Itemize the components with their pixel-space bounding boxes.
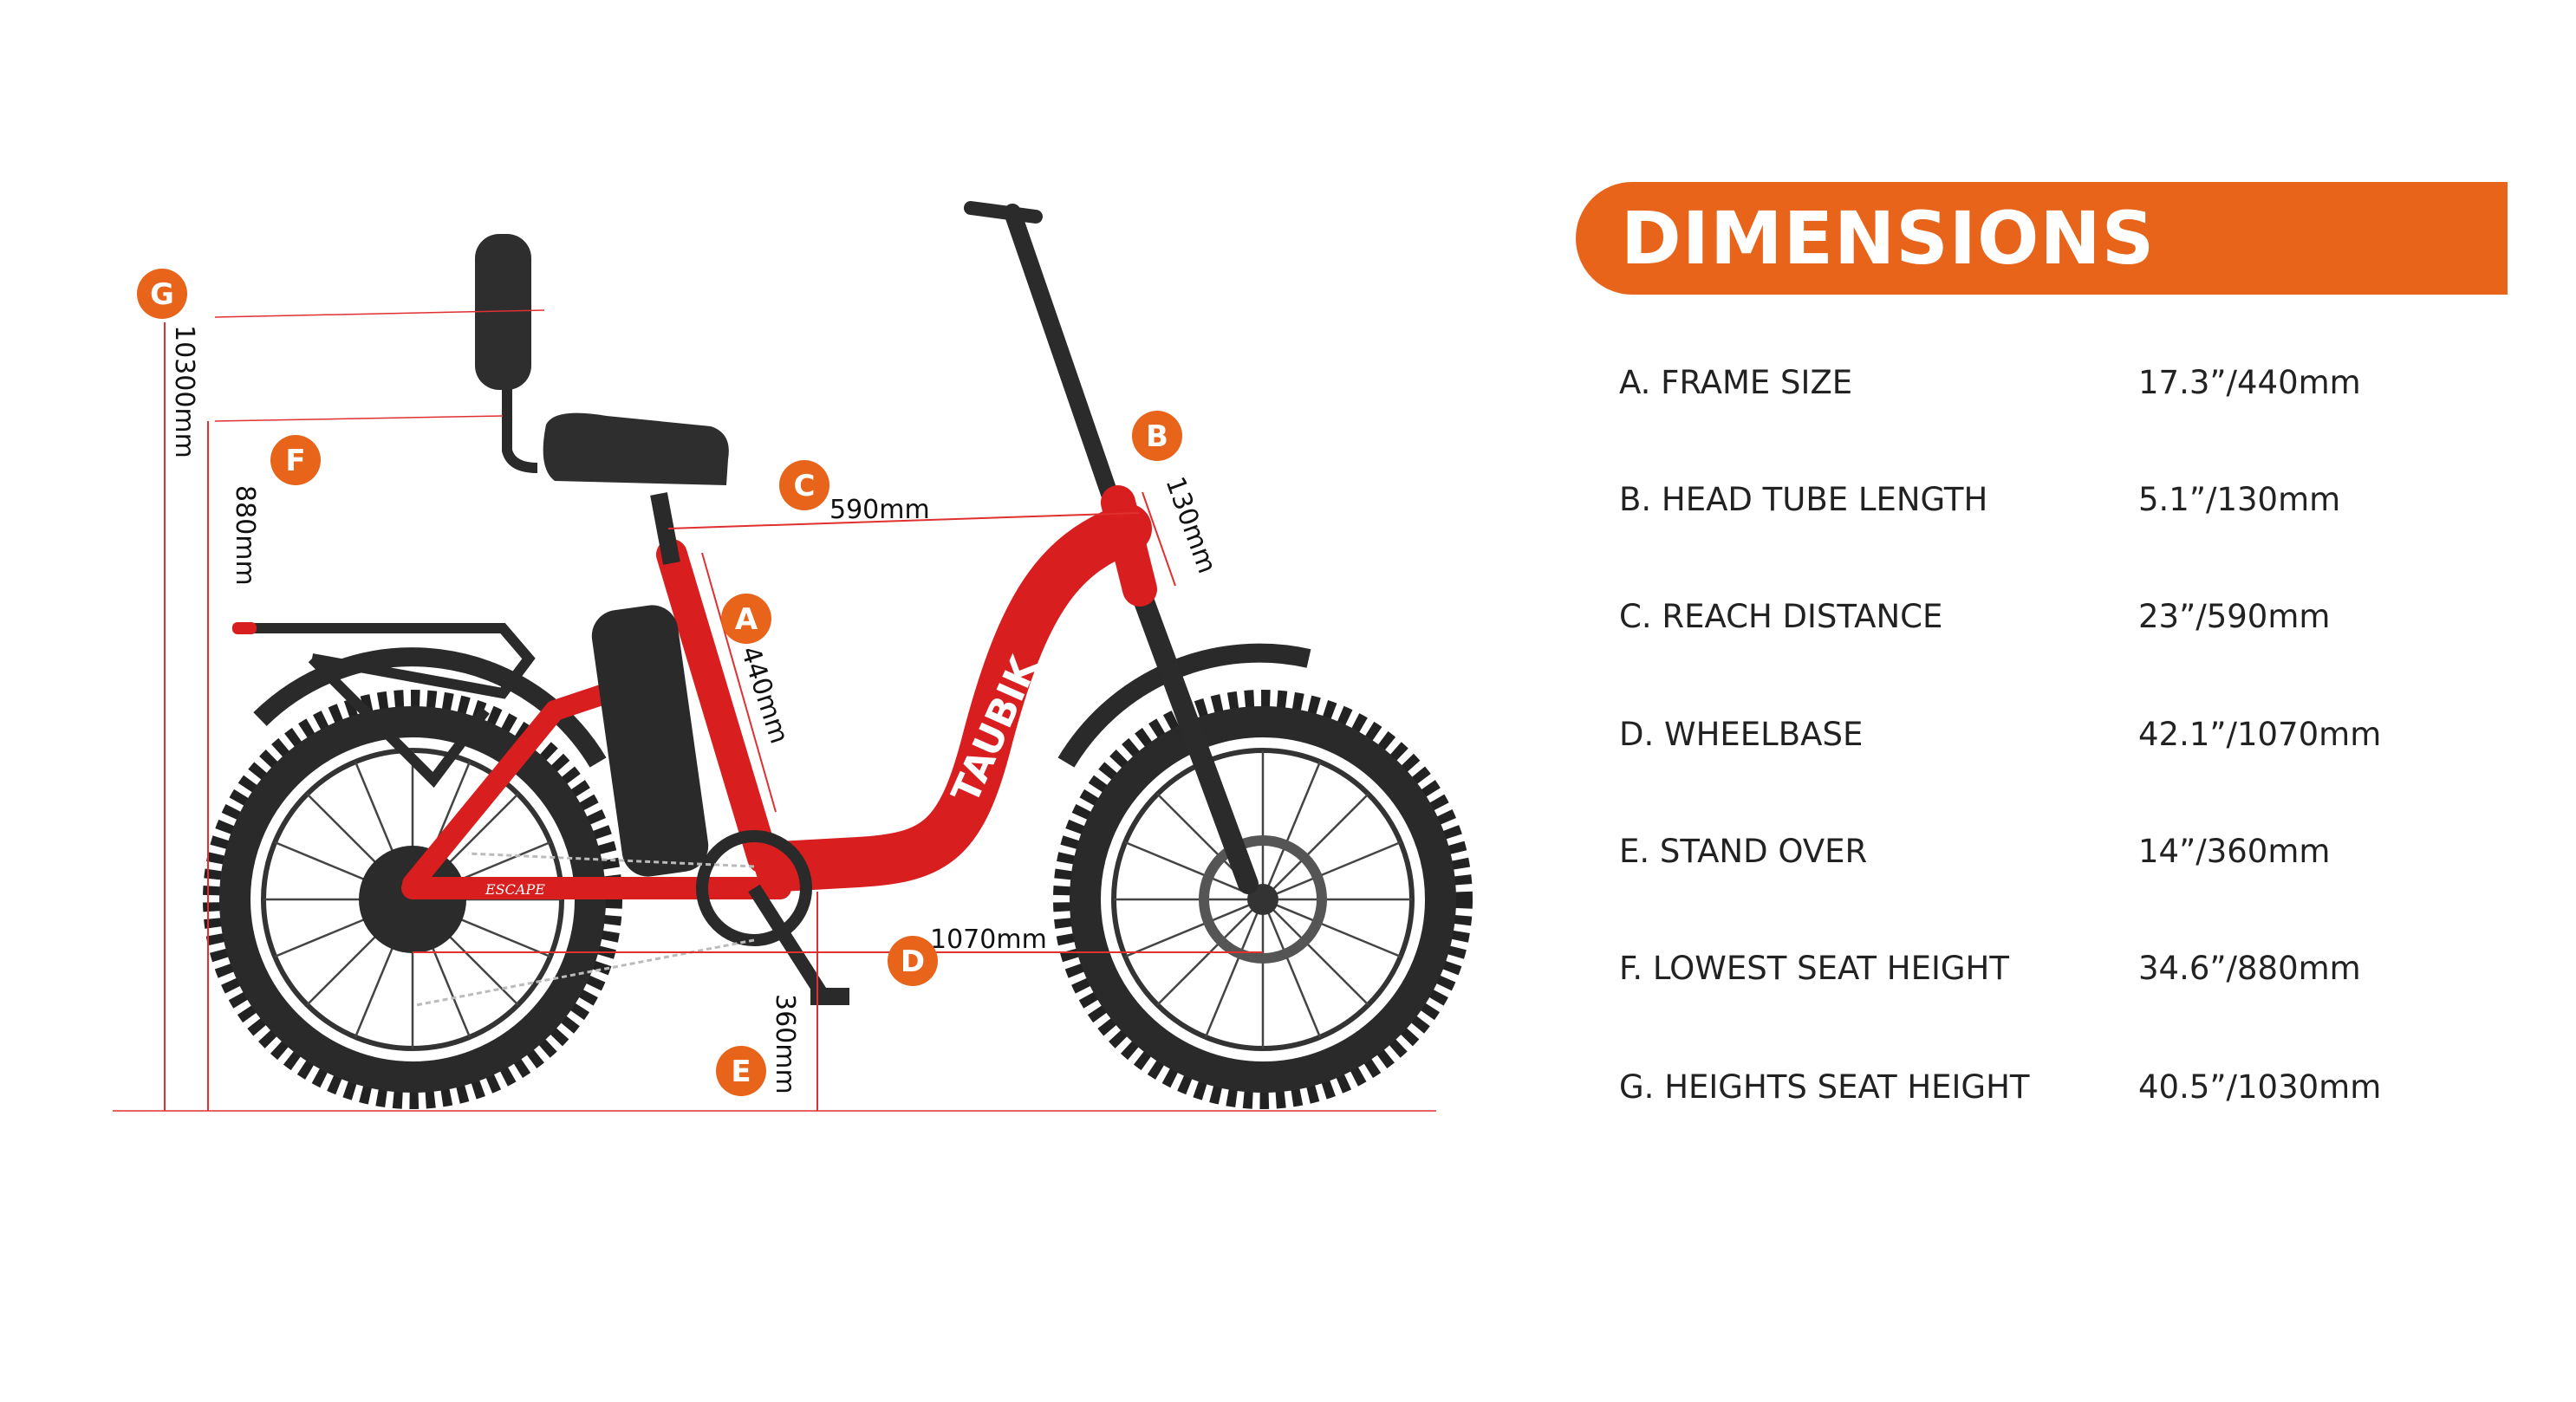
bike-dimension-diagram: TAUBIK ESCAPE 10300mm 880mm 590mm 130mm … [113, 201, 1473, 1112]
spec-value: 40.5”/1030mm [2138, 1068, 2382, 1106]
spec-label: E. STAND OVER [1619, 833, 1868, 870]
marker-d: D [888, 936, 938, 986]
marker-c: C [779, 460, 829, 510]
marker-a: A [721, 594, 771, 644]
dimension-lines [113, 309, 1436, 1112]
front-wheel [1053, 690, 1473, 1109]
svg-text:B: B [1146, 419, 1168, 454]
spec-label: F. LOWEST SEAT HEIGHT [1619, 950, 2009, 987]
spec-row-lowest-seat: F. LOWEST SEAT HEIGHT 34.6”/880mm [1619, 950, 2486, 993]
svg-text:E: E [731, 1055, 751, 1089]
measurement-c: 590mm [829, 495, 930, 525]
spec-row-reach: C. REACH DISTANCE 23”/590mm [1619, 598, 2486, 641]
rear-rack [243, 623, 536, 789]
svg-text:C: C [794, 469, 816, 503]
spec-row-frame-size: A. FRAME SIZE 17.3”/440mm [1619, 364, 2486, 407]
spec-label: C. REACH DISTANCE [1619, 598, 1943, 635]
measurement-d: 1070mm [930, 925, 1047, 955]
marker-f: F [270, 435, 321, 485]
svg-text:G: G [150, 277, 174, 312]
svg-text:A: A [735, 602, 758, 637]
spec-value: 5.1”/130mm [2138, 481, 2341, 518]
spec-value: 42.1”/1070mm [2138, 716, 2382, 753]
measurement-e: 360mm [770, 994, 800, 1094]
spec-row-stand-over: E. STAND OVER 14”/360mm [1619, 833, 2486, 876]
marker-g: G [137, 269, 187, 319]
spec-row-wheelbase: D. WHEELBASE 42.1”/1070mm [1619, 716, 2486, 759]
dimensions-banner: DIMENSIONS [1576, 182, 2508, 295]
page-title: DIMENSIONS [1621, 196, 2156, 281]
battery [591, 605, 709, 877]
spec-value: 23”/590mm [2138, 598, 2331, 635]
spec-label: G. HEIGHTS SEAT HEIGHT [1619, 1068, 2030, 1106]
spec-row-head-tube: B. HEAD TUBE LENGTH 5.1”/130mm [1619, 481, 2486, 524]
svg-text:D: D [901, 944, 925, 979]
marker-e: E [716, 1046, 766, 1096]
spec-label: B. HEAD TUBE LENGTH [1619, 481, 1988, 518]
measurement-f: 880mm [230, 485, 260, 586]
measurement-g: 10300mm [169, 325, 199, 458]
seat [543, 412, 729, 485]
spec-label: D. WHEELBASE [1619, 716, 1864, 753]
spec-row-highest-seat: G. HEIGHTS SEAT HEIGHT 40.5”/1030mm [1619, 1068, 2486, 1112]
marker-b: B [1132, 411, 1182, 461]
spec-label: A. FRAME SIZE [1619, 364, 1853, 401]
svg-text:F: F [285, 444, 305, 478]
spec-value: 34.6”/880mm [2138, 950, 2361, 987]
measurement-b: 130mm [1159, 473, 1221, 578]
model-logo: ESCAPE [485, 881, 545, 898]
spec-value: 14”/360mm [2138, 833, 2331, 870]
measurement-a: 440mm [734, 643, 794, 748]
spec-value: 17.3”/440mm [2138, 364, 2361, 401]
backrest [475, 234, 531, 390]
fork-and-stem [964, 201, 1259, 894]
